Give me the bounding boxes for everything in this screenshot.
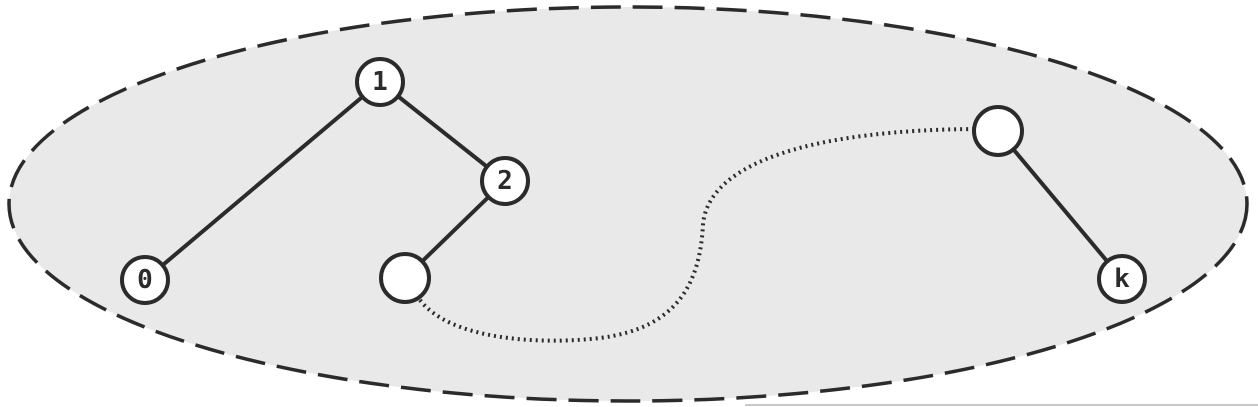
node-1: 1 xyxy=(355,57,405,107)
node-2-label: 2 xyxy=(497,166,513,196)
edge-unlabeled-k xyxy=(996,129,1124,281)
node-unlabeled-right xyxy=(972,105,1024,157)
node-1-label: 1 xyxy=(372,67,388,97)
node-k-label: k xyxy=(1114,264,1130,294)
dotted-path-edge xyxy=(418,127,976,343)
edge-1-0 xyxy=(143,80,382,282)
node-0: 0 xyxy=(120,255,170,305)
node-unlabeled-left xyxy=(379,252,431,304)
dashed-region xyxy=(7,5,1249,403)
node-k: k xyxy=(1097,254,1147,304)
edge-1-2 xyxy=(378,80,507,183)
node-2: 2 xyxy=(480,156,530,206)
node-0-label: 0 xyxy=(137,265,153,295)
